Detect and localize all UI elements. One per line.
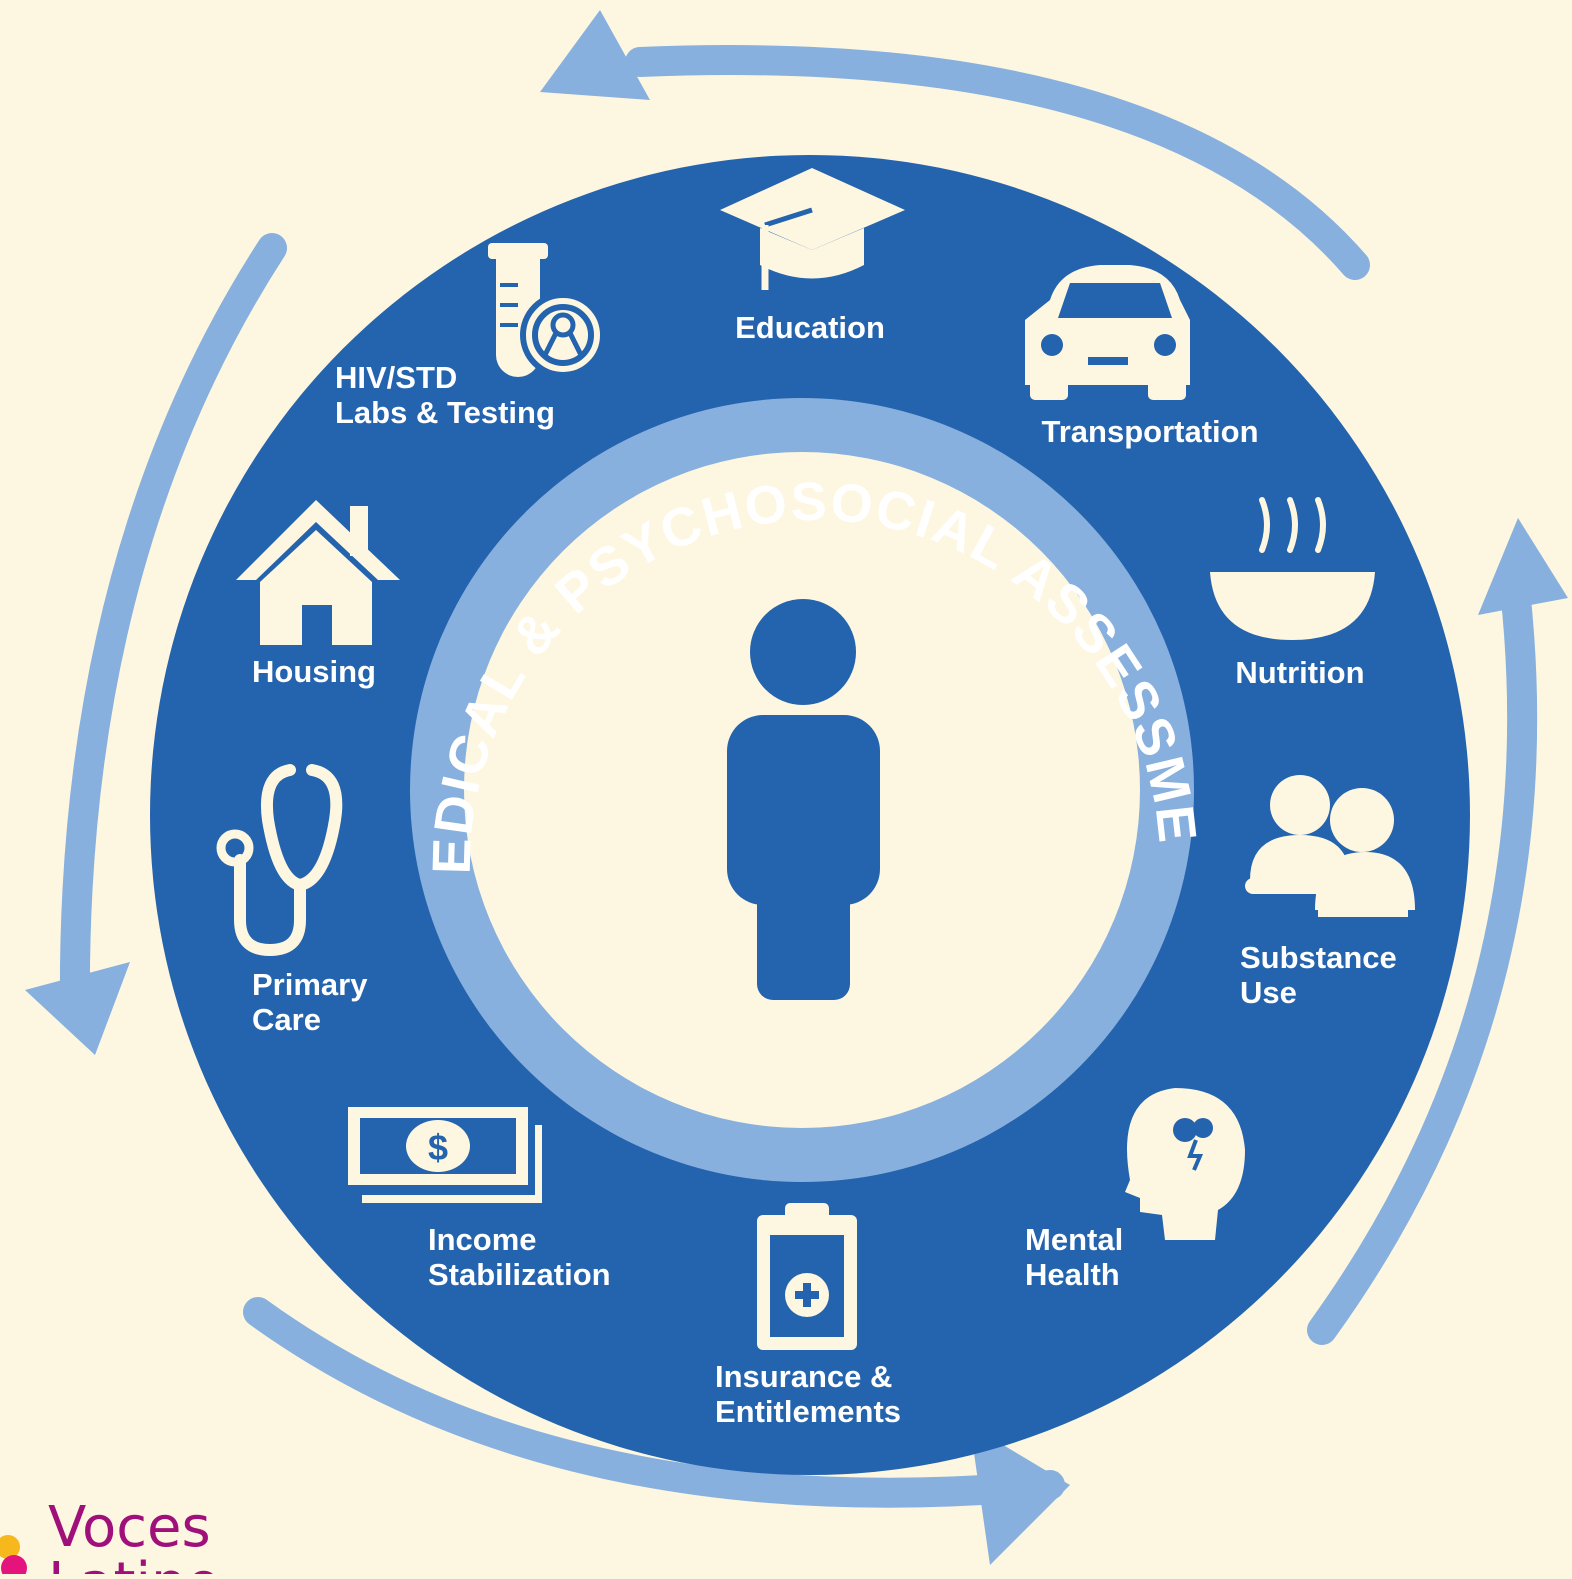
logo-line2: Latino xyxy=(48,1551,221,1574)
arrow-bottom xyxy=(243,1297,1065,1508)
house-icon xyxy=(236,500,400,645)
transportation-label: Transportation xyxy=(1041,414,1258,449)
person-icon xyxy=(727,599,880,1000)
arrowhead-bottom xyxy=(970,1425,1070,1565)
substance-use-label: Substance Use xyxy=(1240,940,1405,1010)
counseling-icon xyxy=(1245,775,1415,917)
logo-dot-yellow xyxy=(0,1535,20,1559)
arrowhead-left xyxy=(25,962,130,1055)
logo-line1: Voces xyxy=(48,1495,211,1560)
hiv-std-label: HIV/STD Labs & Testing xyxy=(335,360,555,430)
soup-bowl-icon xyxy=(1210,497,1375,640)
education-icon xyxy=(720,168,905,290)
arrowhead-right xyxy=(1478,518,1568,615)
arrowhead-top xyxy=(540,10,650,100)
stethoscope-icon xyxy=(216,764,343,957)
logo-dot-pink xyxy=(1,1555,27,1579)
lab-test-icon xyxy=(488,243,606,378)
svg-text:$: $ xyxy=(428,1127,448,1168)
education-label: Education xyxy=(735,310,885,345)
income-label: Income Stabilization xyxy=(428,1222,611,1292)
money-icon: $ xyxy=(348,1107,542,1203)
housing-label: Housing xyxy=(252,654,376,689)
insurance-label: Insurance & Entitlements xyxy=(715,1359,901,1429)
mental-health-label: Mental Health xyxy=(1025,1222,1132,1292)
arrow-right xyxy=(1307,575,1538,1345)
cycle-arrowheads xyxy=(25,10,1568,1565)
arrow-left xyxy=(59,233,287,1025)
primary-care-label: Primary Care xyxy=(252,967,376,1037)
mental-health-icon xyxy=(1125,1088,1245,1240)
nutrition-label: Nutrition xyxy=(1235,655,1364,690)
voces-latino-logo: Voces Latino xyxy=(0,1495,221,1579)
clipboard-icon xyxy=(757,1203,857,1350)
arrow-top xyxy=(625,45,1370,280)
cycle-arrows xyxy=(59,45,1538,1508)
car-icon xyxy=(1025,265,1190,400)
